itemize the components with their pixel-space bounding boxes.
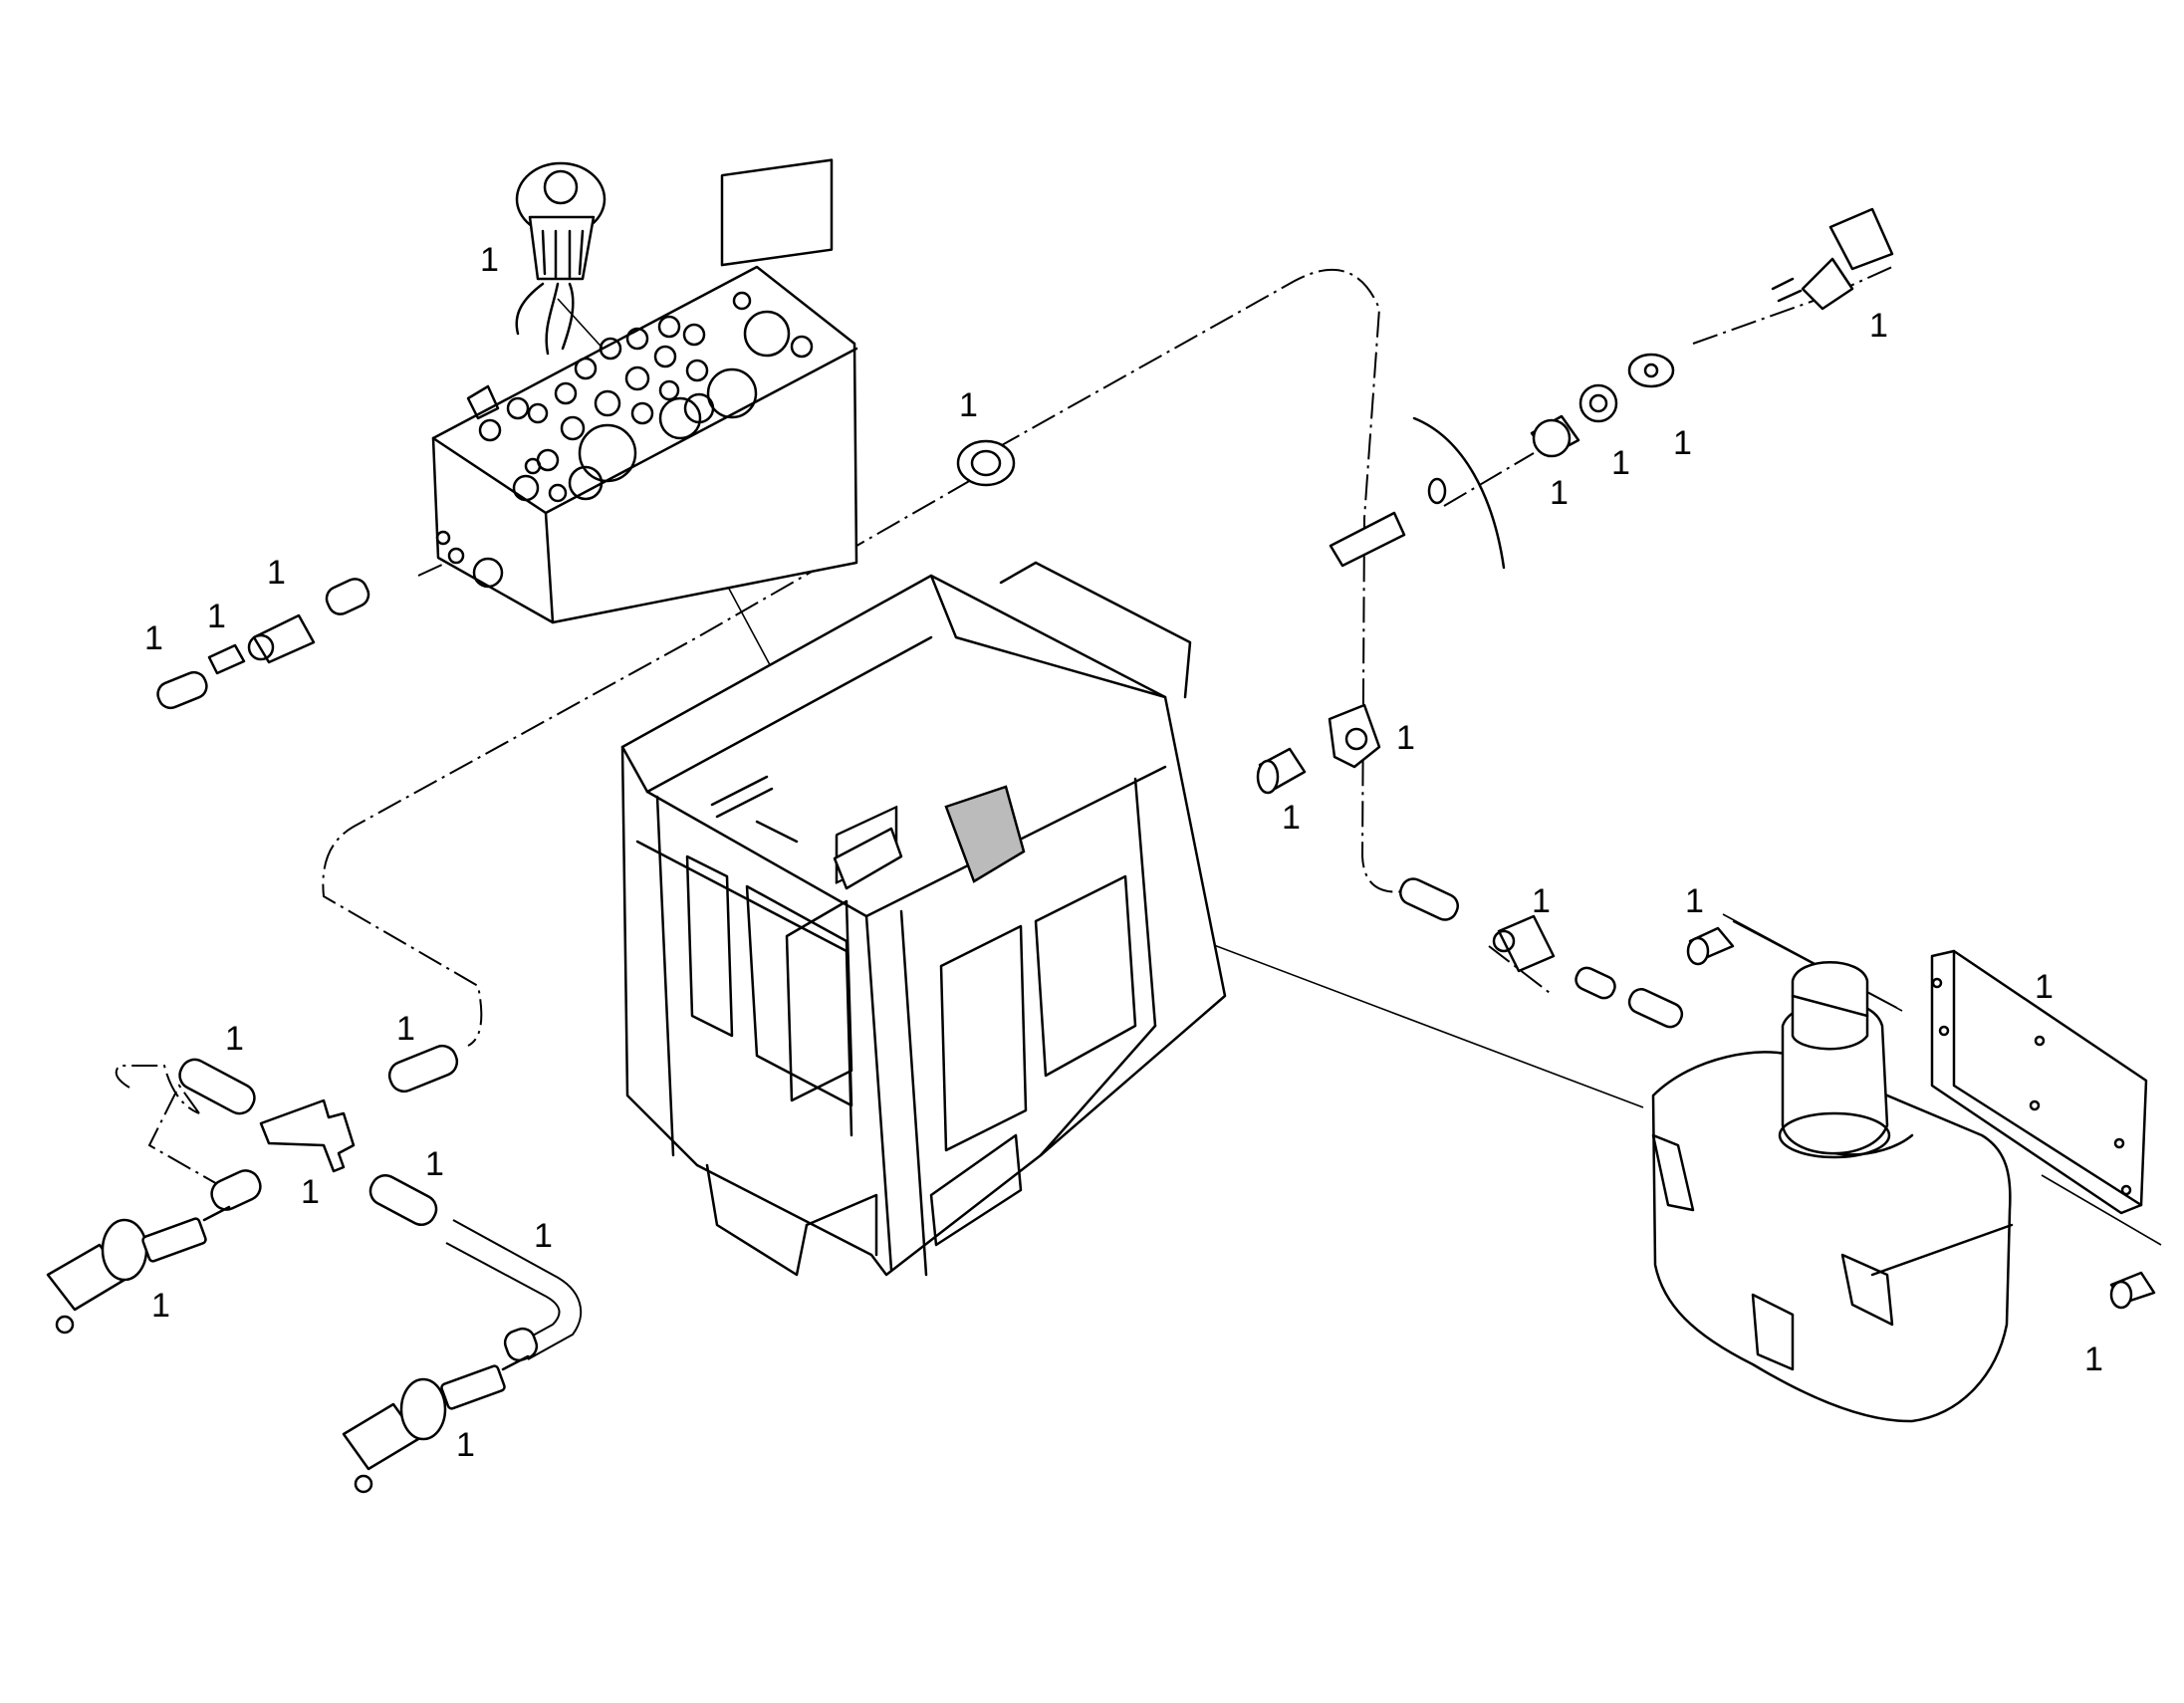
callout-nozzle-right: 1 — [1869, 307, 1888, 345]
port-circle — [435, 530, 451, 546]
tank-bracket — [1930, 949, 2148, 1215]
callout-tank-screw-bottom: 1 — [2084, 1340, 2103, 1378]
washer-switch-knob — [515, 161, 607, 356]
filter-pad — [944, 785, 1026, 883]
washer-tank — [1651, 961, 2014, 1423]
roof-parts — [1329, 207, 1894, 570]
callout-clip: 1 — [1396, 719, 1415, 757]
gauge-dials — [478, 291, 814, 503]
panel-knob-icon — [472, 557, 504, 589]
washer-nozzle-bottom — [342, 1354, 530, 1494]
callout-hose-bend: 1 — [534, 1217, 553, 1255]
callout-clip-screw: 1 — [1282, 799, 1301, 837]
hose-clip — [1256, 703, 1381, 795]
callout-hose-upper: 1 — [396, 1010, 415, 1048]
callout-bulkhead: 1 — [1550, 474, 1569, 512]
callout-connector-left-b: 1 — [207, 598, 226, 635]
callout-nozzle-bottom: 1 — [456, 1426, 475, 1464]
callout-connector-left-a: 1 — [144, 619, 163, 657]
instrument-panel — [431, 158, 858, 624]
callout-gauge-switch: 1 — [480, 241, 499, 279]
callout-hose-left: 1 — [225, 1020, 244, 1058]
callout-bracket: 1 — [2035, 968, 2054, 1006]
panel-connector-parts — [156, 578, 370, 710]
key-switch-icon — [466, 384, 500, 420]
callout-hose-mid: 1 — [425, 1145, 444, 1183]
callout-nozzle-left: 1 — [151, 1287, 170, 1325]
callout-check-valve: 1 — [1532, 882, 1551, 920]
callout-tank-screw-top: 1 — [1685, 882, 1704, 920]
callout-connector-left-c: 1 — [267, 554, 286, 592]
callout-tee: 1 — [301, 1173, 320, 1211]
grommet — [956, 439, 1016, 487]
callout-nut: 1 — [1611, 444, 1630, 482]
cab-frame — [620, 561, 1227, 1277]
washer-nozzle-left — [46, 1205, 231, 1335]
left-hose-assembly — [178, 1044, 583, 1362]
tank-screws — [1686, 926, 2156, 1310]
check-valve-parts — [1399, 877, 1684, 1029]
callout-labels: 1 1 1 1 1 1 1 1 1 1 1 1 1 1 1 1 1 1 1 1 … — [144, 241, 2103, 1464]
callout-washer: 1 — [1673, 424, 1692, 462]
callout-elbow: 1 — [959, 386, 978, 424]
